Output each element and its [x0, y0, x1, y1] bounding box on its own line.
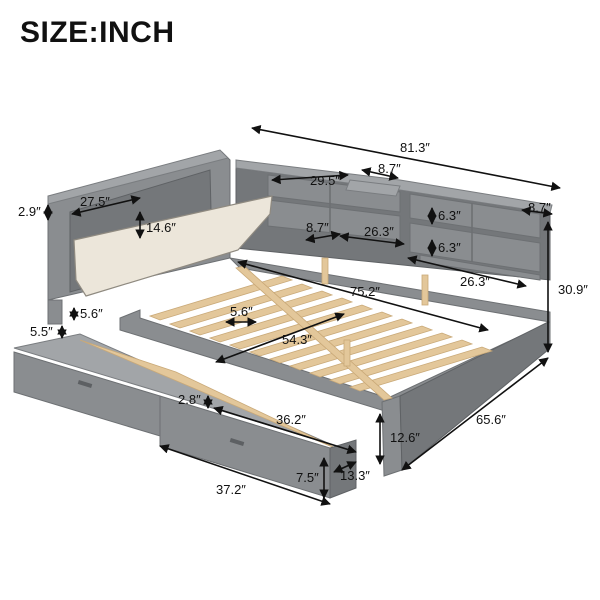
label-drawer-depth: 13.3″: [340, 468, 370, 483]
label-side-shelf-depth: 8.7″: [528, 200, 551, 215]
label-slat-gap-mid: 5.6″: [230, 304, 253, 319]
label-floor-clearance: 5.5″: [30, 324, 53, 339]
label-inner-shelf-depth: 8.7″: [306, 220, 329, 235]
dimension-labels: 81.3″ 29.5″ 8.7″ 27.5″ 14.6″ 2.9″ 8.7″ 6…: [18, 140, 588, 497]
label-overall-height: 30.9″: [558, 282, 588, 297]
label-drawer-length: 36.2″: [276, 412, 306, 427]
label-inner-length: 75.2″: [350, 284, 380, 299]
backrest-cushion: [73, 195, 273, 297]
side-headboard-top: [47, 149, 229, 205]
label-inner-shelf-width: 26.3″: [364, 224, 394, 239]
label-cushion-width: 27.5″: [80, 194, 110, 209]
label-drawer-front-width: 37.2″: [216, 482, 246, 497]
label-shelf-depth-top: 8.7″: [378, 161, 401, 176]
drawer-handle-icon: [77, 380, 93, 388]
label-shelf-height-upper: 6.3″: [438, 208, 461, 223]
label-overall-width: 65.6″: [476, 412, 506, 427]
page-title: SIZE:INCH: [20, 16, 175, 49]
label-headboard-top: 2.9″: [18, 204, 41, 219]
label-slat-gap-side: 5.6″: [80, 306, 103, 321]
label-inner-width: 54.3″: [282, 332, 312, 347]
label-shelf-height-lower: 6.3″: [438, 240, 461, 255]
label-drawer-height: 7.5″: [296, 470, 319, 485]
dimension-lines: [43, 124, 561, 506]
label-frame-height: 12.6″: [390, 430, 420, 445]
side-headboard-leg: [47, 299, 63, 325]
label-side-shelf-width: 26.3″: [460, 274, 490, 289]
label-overall-length: 81.3″: [400, 140, 430, 155]
label-drawer-side: 2.8″: [178, 392, 201, 407]
label-cushion-height: 14.6″: [146, 220, 176, 235]
label-headboard-shelf-width: 29.5″: [310, 173, 340, 188]
